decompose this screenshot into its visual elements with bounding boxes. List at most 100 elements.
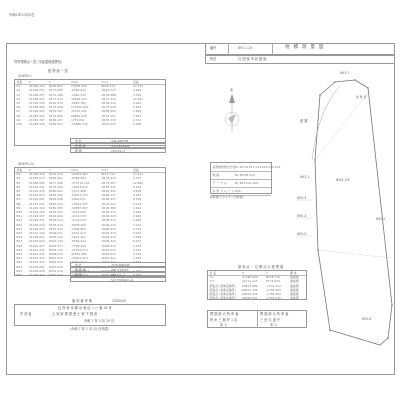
table-cell: 21201.331: [29, 247, 45, 252]
table-cell: 8180.003: [49, 188, 63, 193]
table-cell: X: [29, 80, 31, 84]
table-cell: K9: [16, 117, 21, 122]
table-cell: -8196.443: [101, 214, 116, 219]
table-cell: 21203.415: [29, 256, 45, 261]
table-cell: -8200.513: [101, 226, 116, 231]
table-cell: 2.443: [133, 256, 142, 261]
table-cell: 5.642: [133, 218, 142, 223]
table-cell: -3213.609: [71, 209, 86, 214]
maker-label: 作 成 者: [20, 312, 32, 316]
table-cell: -8194.312: [101, 100, 116, 105]
table-cell: 21193.218: [29, 209, 45, 214]
coord-cell: 金属標: [290, 283, 299, 288]
summary-value: 517.55844m ㎡: [111, 278, 134, 282]
place-label: 所在: [210, 57, 217, 61]
side-label-3: 693-3: [297, 196, 307, 200]
table-cell: -8202.214: [101, 230, 116, 235]
table-cell: -375715.122: [71, 180, 90, 185]
table-cell: 21189.573: [29, 176, 45, 181]
table-cell: 21192.479: [29, 188, 45, 193]
table-cell: -2641.421: [71, 235, 86, 240]
table-cell: B16: [16, 235, 23, 240]
coord-cell: 21186.669: [242, 275, 258, 280]
table-cell: 6.443: [133, 100, 142, 105]
table-cell: 8201.744: [49, 239, 63, 244]
table-cell: B18: [16, 243, 23, 248]
summary-label: 面 積: [75, 273, 82, 277]
table-cell: 8181.397: [49, 109, 63, 114]
summary-value: 223.24 ㎡: [111, 149, 125, 153]
table-cell: K6: [16, 105, 21, 110]
table-cell: B15: [16, 230, 23, 235]
summary-value: -223.244892: [111, 144, 130, 148]
table-cell: 8199.021: [49, 230, 63, 235]
table-cell: K10: [16, 121, 23, 126]
table-cell: 147066.915: [71, 105, 89, 110]
method-value: K28: [235, 189, 241, 193]
table-cell: 4.214: [133, 201, 142, 206]
table-cell: 8206.210: [49, 251, 63, 256]
table-cell: 32745.432: [71, 109, 87, 114]
scale-label: 縮尺: [210, 46, 217, 50]
table-cell: -8173.207: [101, 180, 116, 185]
coord-cell: 金属標: [290, 296, 299, 301]
table-cell: 8190.412: [49, 172, 63, 177]
table-cell: 21188.993: [29, 180, 45, 185]
table-cell: 8185.107: [49, 117, 63, 122]
side-label-1: 693-1: [300, 175, 310, 179]
table-cell: 8189.301: [49, 176, 63, 181]
table-cell: -8177.322: [101, 96, 116, 101]
place-row: [205, 55, 395, 64]
table-cell: B3: [16, 180, 21, 185]
table-cell: B21: [16, 256, 23, 261]
table-cell: 12.466: [133, 180, 144, 185]
summary-value: 287.534223: [111, 268, 129, 272]
table-cell: B1: [16, 172, 21, 177]
table-cell: -8209.013: [101, 251, 116, 256]
table-cell: 21186.322: [29, 121, 45, 126]
table-cell: 3.651: [133, 113, 142, 118]
table-cell: -6382.942: [71, 88, 86, 93]
method-label: 境界標作成の方法: [212, 165, 236, 169]
surveyor-name: 土 地 家 屋 調 査 士 宮 下 翔 丞: [52, 312, 98, 316]
table-cell: -5211.012: [71, 230, 86, 235]
table-cell: -4714.913: [71, 218, 86, 223]
table-cell: B8: [16, 201, 21, 206]
table-cell: -19587.907: [71, 205, 88, 210]
table-cell: -8192.309: [101, 205, 116, 210]
coord-cell: 26521.795: [242, 287, 258, 292]
table-cell: 3.644: [133, 205, 142, 210]
table-cell: 1.834: [133, 109, 142, 114]
road-label: 道 路: [300, 119, 308, 123]
table-cell: K5: [16, 100, 21, 105]
table-cell: 5.414: [133, 230, 142, 235]
table-cell: 3.248: [133, 235, 142, 240]
maker-box: [14, 304, 166, 326]
table-cell: 点名: [16, 168, 23, 172]
table-cell: -8203.414: [101, 235, 116, 240]
table-cell: -4449.833: [71, 226, 86, 231]
method-label: 境 界 プ レ ー ト: [212, 189, 235, 193]
table-cell: 21205.202: [29, 264, 45, 269]
small-note: (令和 7 年 2 月 25 日作成): [70, 327, 109, 331]
table-cell: -19213.672: [71, 184, 88, 189]
table-cell: B22: [16, 260, 23, 265]
